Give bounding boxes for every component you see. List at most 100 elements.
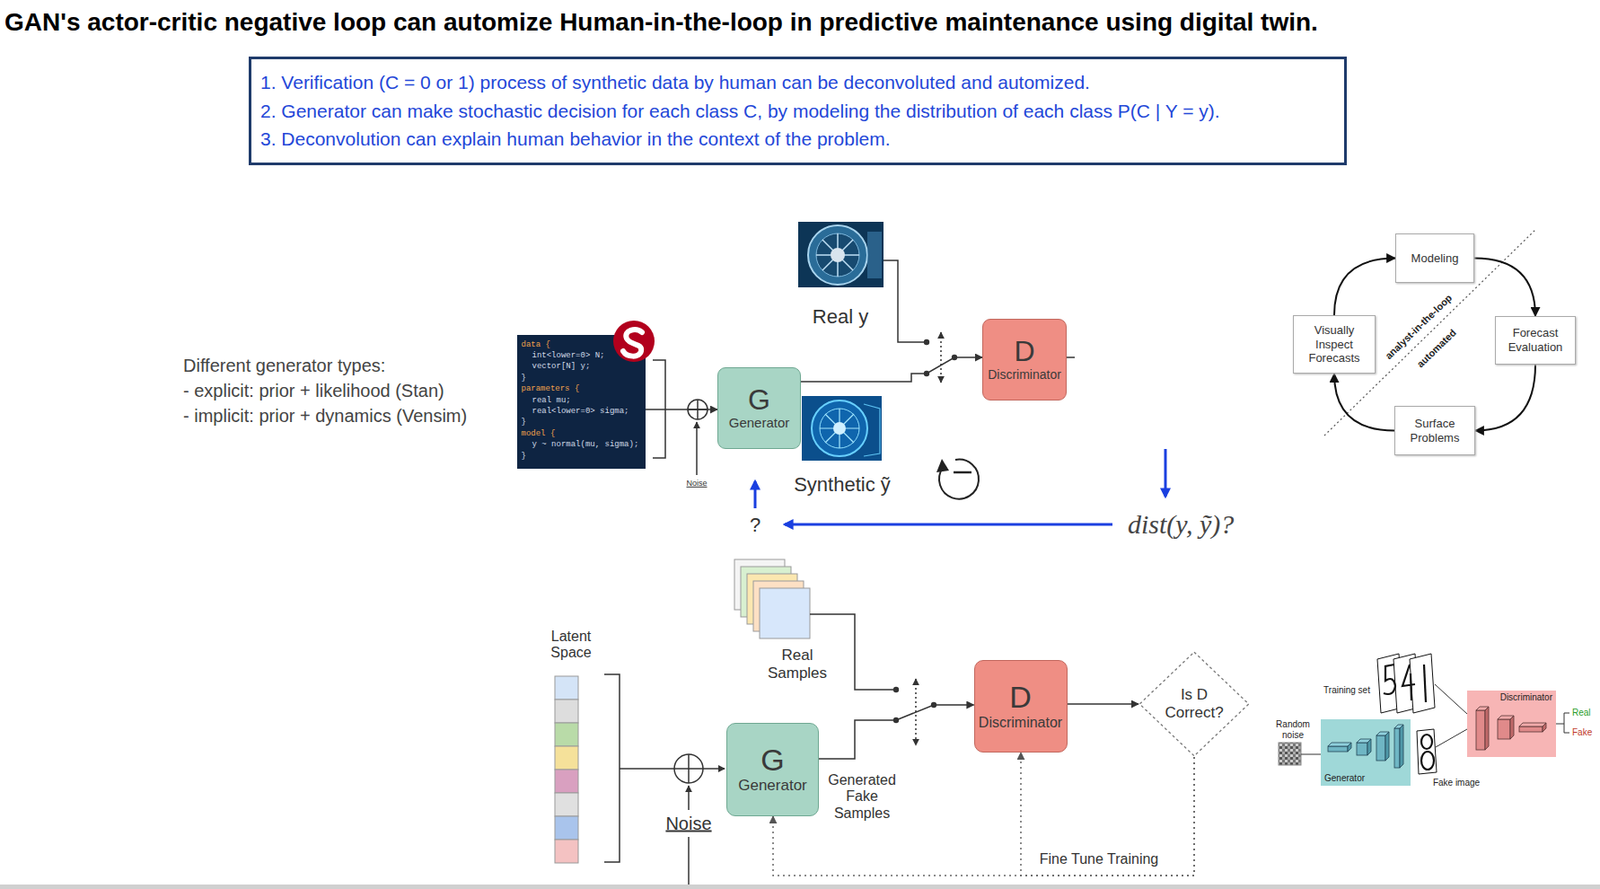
real-sample-stack-part [759, 588, 810, 639]
training-digit-cards-part [1421, 734, 1433, 749]
discriminator-layers-part [1542, 722, 1547, 732]
output-real: Real [1572, 707, 1592, 719]
mini-gan-wires-part [1435, 729, 1468, 748]
note-line: - implicit: prior + dynamics (Vensim) [183, 405, 467, 427]
latent-vector-part [554, 839, 579, 863]
switch-contacts [923, 339, 958, 377]
latent-label: Latent Space [539, 628, 603, 662]
connector [1334, 258, 1396, 317]
mini-gan-wires-part [1301, 754, 1321, 756]
negative-loop-symbol-part [953, 471, 972, 475]
box-text: Visually Inspect Forecasts [1297, 323, 1372, 366]
connector [1475, 364, 1536, 431]
discriminator-layers-part [1485, 706, 1489, 750]
switch-contacts-part [893, 686, 899, 693]
connector [1020, 752, 1195, 876]
bottom-noise-mixer [604, 674, 725, 888]
generator-layers-part [1399, 724, 1404, 768]
generator-layers-part [1385, 731, 1390, 761]
latent-vector [554, 676, 579, 863]
discriminator-layers-part [1510, 715, 1514, 739]
switch-contacts [893, 686, 937, 723]
code-line: y ~ normal(mu, sigma); [521, 439, 640, 450]
top-noise-mixer [652, 360, 708, 475]
blue-feedback-arrows [755, 448, 1166, 525]
box-text: Discriminator [978, 713, 1063, 731]
bottom-noise-mixer-part [687, 836, 690, 888]
distance-formula: dist(y, ỹ)? [1127, 509, 1234, 541]
bottom-noise-mixer-part [687, 754, 690, 783]
discriminator-box: DDiscriminator [974, 659, 1068, 753]
signal-name: Real y [812, 305, 869, 328]
signal-name: Synthetic ỹ [793, 473, 891, 496]
sample-label: Generated Fake Samples [821, 772, 903, 822]
box-text: 2. Generator can make stochastic decisio… [260, 96, 1221, 126]
top-switch-part [1066, 356, 1075, 359]
bottom-noise-mixer-part [619, 767, 675, 770]
box-text: Discriminator [987, 367, 1062, 383]
process-box: Surface Problems [1394, 405, 1476, 456]
code-line: model { [521, 428, 556, 440]
stan-logo-part [613, 320, 655, 362]
negative-loop-symbol-part [936, 458, 950, 473]
discriminator-layers-part [1497, 719, 1511, 739]
slide-title: GAN's actor-critic negative loop can aut… [4, 7, 1319, 38]
output-fake: Fake [1572, 727, 1592, 739]
note-heading: Different generator types: [183, 355, 386, 377]
mini-label: Training set [1323, 685, 1371, 696]
synthetic-engine-render-part [811, 400, 868, 457]
mini-gan-wires-part [1564, 712, 1570, 733]
process-box: Visually Inspect Forecasts [1292, 315, 1376, 374]
latent-vector-part [554, 722, 579, 747]
edge-label: Fine Tune Training [1039, 851, 1160, 868]
code-line: } [521, 416, 527, 428]
generator-layers-part [1356, 742, 1368, 756]
real-engine-photo-part [808, 225, 868, 285]
blue-feedback-arrows-part [1164, 448, 1168, 497]
training-digit-cards-part [1402, 664, 1416, 701]
box-text: Is D Correct? [1157, 685, 1231, 723]
generator-layers-part [1347, 742, 1352, 752]
real-engine-photo-part [867, 231, 882, 279]
synthetic-engine-render-part [863, 404, 880, 457]
switch-contacts-part [923, 339, 930, 345]
training-digit-cards-part [1383, 664, 1396, 695]
generator-box: GGenerator [717, 367, 801, 449]
box-text: Surface Problems [1398, 416, 1471, 445]
code-line: real mu; [521, 395, 572, 406]
code-line: real<lower=0> sigma; [521, 405, 630, 417]
training-digit-cards-part [1424, 664, 1426, 703]
training-digit-cards-part [1421, 751, 1434, 770]
connector [645, 408, 719, 411]
box-text: Generator [1324, 773, 1365, 784]
mini-discriminator-panel: Discriminator [1467, 690, 1557, 757]
box-text: Discriminator [1500, 692, 1553, 704]
latent-vector-part [554, 792, 579, 817]
real-engine-photo-part [798, 221, 884, 288]
connector [773, 756, 1195, 876]
bottom-noise-mixer-part [674, 754, 704, 783]
synthetic-engine-render-part [801, 395, 882, 461]
connector [1474, 258, 1536, 317]
discriminator-layers-part [1519, 722, 1547, 727]
bottom-noise-mixer-part [604, 674, 620, 862]
mini-label: Fake image [1432, 777, 1480, 789]
mini-label: Random noise [1274, 719, 1312, 740]
blue-feedback-arrows-part [784, 523, 1113, 527]
latent-vector-part [554, 699, 579, 723]
code-line: data { [521, 339, 551, 351]
box-letter: G [747, 385, 771, 416]
real-sample-stack [734, 559, 810, 639]
top-switch-part [883, 260, 924, 343]
box-letter: D [1013, 336, 1035, 368]
box-text: Forecast Evaluation [1499, 325, 1572, 354]
connector [1067, 703, 1140, 705]
mini-generator-panel: Generator [1320, 719, 1411, 786]
box-text: Modeling [1411, 251, 1460, 266]
region-label: analyst-in-the-loop [1382, 291, 1455, 361]
latent-vector-part [554, 769, 579, 793]
box-text: Generator [729, 414, 791, 431]
box-text: Generator [738, 776, 808, 795]
top-switch-part [940, 332, 942, 383]
real-engine-photo-part [830, 247, 845, 263]
